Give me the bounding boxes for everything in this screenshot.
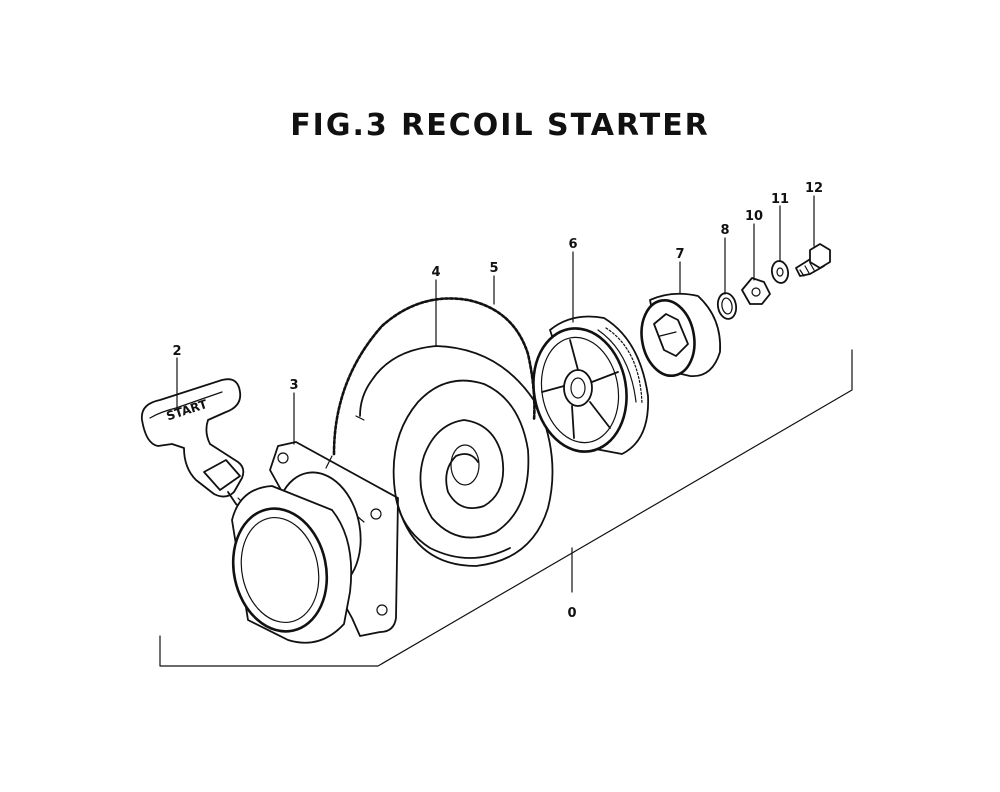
callout-3: 3	[289, 378, 298, 393]
callout-11: 11	[771, 192, 789, 207]
callout-5: 5	[489, 261, 498, 276]
callout-10: 10	[745, 209, 763, 224]
starter-rope	[325, 297, 536, 469]
leader-lines	[176, 195, 815, 445]
callout-7: 7	[675, 247, 684, 262]
lock-washer	[741, 277, 771, 305]
starter-case	[231, 441, 399, 644]
callout-6: 6	[568, 237, 577, 252]
starter-handle: START	[140, 378, 247, 511]
ratchet	[640, 292, 722, 377]
callout-8: 8	[720, 223, 729, 238]
callout-0: 0	[567, 606, 576, 621]
reel-pulley	[532, 315, 649, 455]
callout-2: 2	[172, 344, 181, 359]
callout-4: 4	[431, 265, 440, 280]
ring-washer	[716, 292, 738, 320]
assembly-bracket	[159, 349, 853, 667]
callout-12: 12	[805, 181, 823, 196]
bolt	[795, 243, 831, 277]
callout-labels: 0 2 3 4 5 6 7 8 10 11 12	[172, 181, 823, 621]
flat-washer	[770, 260, 790, 284]
figure-title: FIG.3 RECOIL STARTER	[290, 108, 710, 143]
